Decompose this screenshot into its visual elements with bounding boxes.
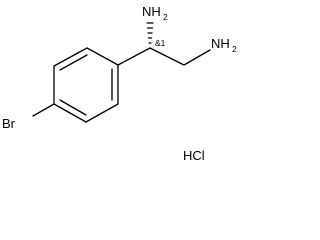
- top-amine-subscript: 2: [163, 12, 168, 22]
- ring-bond-4: [53, 103, 87, 123]
- hashed-wedge-bond: [146, 22, 154, 44]
- molecule-canvas: NH 2 &1 NH 2 Br HCl: [2, 4, 237, 163]
- ring-double-bond-2: [59, 99, 87, 116]
- terminal-amine-bond: [183, 49, 211, 66]
- top-amine-label: NH: [142, 4, 161, 19]
- ring-bond-2: [53, 47, 88, 67]
- right-amine-subscript: 2: [232, 44, 237, 54]
- structure-drawing: NH 2 &1 NH 2 Br HCl: [2, 4, 237, 163]
- stereo-descriptor: &1: [155, 38, 166, 48]
- benzylic-bond: [117, 47, 151, 66]
- ring-bond-5: [85, 103, 119, 123]
- right-amine-label: NH: [211, 36, 230, 51]
- bromine-bond: [32, 103, 55, 117]
- bromine-label: Br: [2, 116, 16, 131]
- methylene-bond: [149, 47, 185, 66]
- salt-label: HCl: [183, 148, 205, 163]
- ring-bond-1: [86, 47, 119, 66]
- ring-double-bond-1: [59, 54, 88, 71]
